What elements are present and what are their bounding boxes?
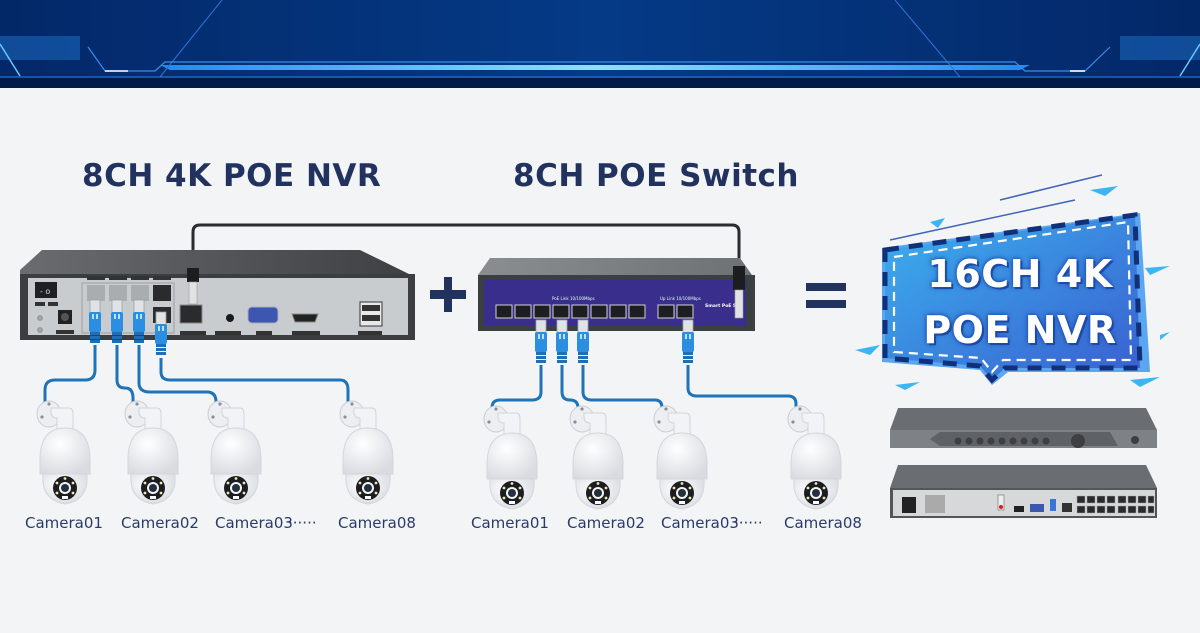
camera-icon <box>569 405 624 510</box>
switch-brand: Smart PoE S <box>705 303 736 309</box>
camera-icon <box>207 400 262 505</box>
switch-camera-ellipsis: ······ <box>734 514 763 532</box>
uplink-cable <box>191 223 741 268</box>
camera-icon <box>483 405 538 510</box>
switch-camera-label: Camera01 <box>471 514 549 532</box>
switch-title: 8CH POE Switch <box>513 158 799 194</box>
switch-ports <box>495 304 694 319</box>
nvr-16ch-front <box>890 408 1157 448</box>
nvr-cameras <box>36 400 394 505</box>
hdmi-port <box>291 313 319 323</box>
nvr-camera-label: Camera02 <box>121 514 199 532</box>
svg-text:- o: - o <box>40 287 50 296</box>
poe-ports <box>87 276 171 323</box>
nvr-camera-cables <box>43 345 350 405</box>
nvr-device: - o <box>20 250 415 340</box>
camera-icon <box>787 405 842 510</box>
switch-cameras <box>483 405 842 510</box>
camera-icon <box>653 405 708 510</box>
nvr-camera-label: Camera03 <box>215 514 293 532</box>
switch-camera-label: Camera02 <box>567 514 645 532</box>
result-line2: POE NVR <box>923 308 1117 352</box>
uplink-port <box>179 304 203 324</box>
camera-icon <box>36 400 91 505</box>
nvr-title: 8CH 4K POE NVR <box>82 158 382 194</box>
power-switch <box>35 282 57 298</box>
switch-camera-cables <box>490 365 798 410</box>
camera-icon <box>339 400 394 505</box>
dc-in-label <box>56 330 74 334</box>
header-banner <box>0 0 1200 88</box>
nvr-camera-label: Camera01 <box>25 514 103 532</box>
switch-camera-label: Camera08 <box>784 514 862 532</box>
vga-port <box>247 306 279 324</box>
poe-switch-device: PoE Link 10/100Mbps Up Link 10/100Mbps S… <box>478 258 755 331</box>
poe-link-label: PoE Link 10/100Mbps <box>552 296 595 301</box>
uplink-label: Up Link 10/100Mbps <box>660 296 701 301</box>
result-line1: 16CH 4K <box>927 252 1113 296</box>
equals-icon <box>806 283 846 308</box>
nvr-camera-label: Camera08 <box>338 514 416 532</box>
nvr-camera-ellipsis: ······ <box>288 514 317 532</box>
plus-icon <box>430 277 466 312</box>
result-badge <box>855 174 1170 390</box>
switch-camera-label: Camera03 <box>661 514 739 532</box>
camera-icon <box>124 400 179 505</box>
nvr-16ch-back <box>890 465 1157 518</box>
